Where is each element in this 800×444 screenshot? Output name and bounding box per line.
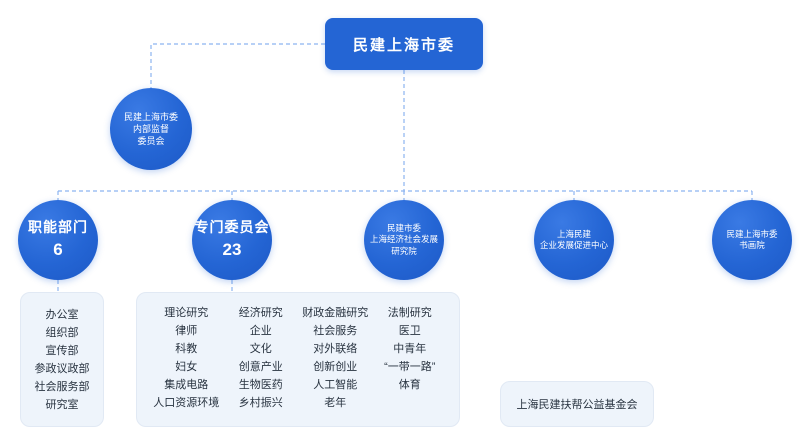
list-item[interactable]: 经济研究 <box>238 306 283 319</box>
list-item[interactable]: 财政金融研究 <box>302 306 369 319</box>
list-item[interactable]: 对外联络 <box>313 342 358 355</box>
node-title: 专门委员会 <box>194 219 270 236</box>
list-item[interactable]: 理论研究 <box>164 306 209 319</box>
list-item[interactable]: 人口资源环境 <box>153 396 220 409</box>
connector-root-to-supervision <box>150 43 325 88</box>
committee-column-4: 法制研究 医卫 中青年 “一带一路” 体育 <box>373 304 448 416</box>
node-label-line-1: 民建上海市委 <box>123 111 178 122</box>
node-label-line-1: 民建上海市委 <box>726 228 778 239</box>
root-node-label: 民建上海市委 <box>352 36 455 54</box>
list-item[interactable]: 研究室 <box>45 398 79 411</box>
list-item[interactable]: 文化 <box>249 342 272 355</box>
panel-public-welfare-foundation[interactable]: 上海民建扶帮公益基金会 <box>500 381 654 427</box>
list-item[interactable]: 医卫 <box>398 324 421 337</box>
list-item[interactable]: 集成电路 <box>164 378 209 391</box>
list-item[interactable]: 法制研究 <box>387 306 432 319</box>
list-item[interactable]: 体育 <box>398 378 421 391</box>
list-item[interactable]: 人工智能 <box>313 378 358 391</box>
list-item[interactable]: 科教 <box>175 342 198 355</box>
node-count-badge: 6 <box>53 239 63 259</box>
node-economic-social-development-institute[interactable]: 民建市委 上海经济社会发展 研究院 <box>364 200 444 280</box>
list-item[interactable]: 组织部 <box>45 326 79 339</box>
list-item[interactable]: 创新创业 <box>313 360 358 373</box>
list-item[interactable]: 乡村振兴 <box>238 396 283 409</box>
node-title: 职能部门 <box>28 219 88 236</box>
committee-column-1: 理论研究 律师 科教 妇女 集成电路 人口资源环境 <box>149 304 224 416</box>
panel-special-committees: 理论研究 律师 科教 妇女 集成电路 人口资源环境 经济研究 企业 文化 创意产… <box>136 292 460 427</box>
committee-column-3: 财政金融研究 社会服务 对外联络 创新创业 人工智能 老年 <box>298 304 373 416</box>
node-label-line-2: 书画院 <box>739 240 765 250</box>
list-item[interactable]: 创意产业 <box>238 360 283 373</box>
node-label-line-2: 上海经济社会发展 <box>369 234 438 245</box>
node-label-line-1: 民建市委 <box>386 222 421 233</box>
node-enterprise-development-center[interactable]: 上海民建 企业发展促进中心 <box>534 200 614 280</box>
node-special-committees[interactable]: 专门委员会 23 <box>192 200 272 280</box>
root-node-shanghai-committee[interactable]: 民建上海市委 <box>325 18 483 70</box>
committee-column-2: 经济研究 企业 文化 创意产业 生物医药 乡村振兴 <box>224 304 299 416</box>
node-label-line-2: 企业发展促进中心 <box>539 240 608 250</box>
node-label-line-1: 上海民建 <box>556 228 591 239</box>
list-item[interactable]: 生物医药 <box>238 378 283 391</box>
list-item[interactable]: 老年 <box>324 396 347 409</box>
list-item[interactable]: 社会服务部 <box>34 380 90 393</box>
node-internal-supervision-committee[interactable]: 民建上海市委 内部监督 委员会 <box>110 88 192 170</box>
list-item[interactable]: 宣传部 <box>45 344 79 357</box>
node-calligraphy-painting-academy[interactable]: 民建上海市委 书画院 <box>712 200 792 280</box>
panel-functional-departments: 办公室 组织部 宣传部 参政议政部 社会服务部 研究室 <box>20 292 104 427</box>
node-functional-departments[interactable]: 职能部门 6 <box>18 200 98 280</box>
node-label-line-3: 委员会 <box>137 136 165 147</box>
list-item[interactable]: “一带一路” <box>384 360 436 373</box>
list-item[interactable]: 办公室 <box>45 308 79 321</box>
list-item[interactable]: 社会服务 <box>313 324 358 337</box>
node-count-badge: 23 <box>222 239 242 259</box>
list-item[interactable]: 参政议政部 <box>34 362 90 375</box>
list-item[interactable]: 妇女 <box>175 360 198 373</box>
list-item[interactable]: 企业 <box>249 324 272 337</box>
node-label-line-2: 内部监督 <box>132 123 169 134</box>
foundation-label: 上海民建扶帮公益基金会 <box>516 399 638 411</box>
list-item[interactable]: 律师 <box>175 324 198 337</box>
list-item[interactable]: 中青年 <box>393 342 427 355</box>
node-label-line-3: 研究院 <box>391 245 417 256</box>
